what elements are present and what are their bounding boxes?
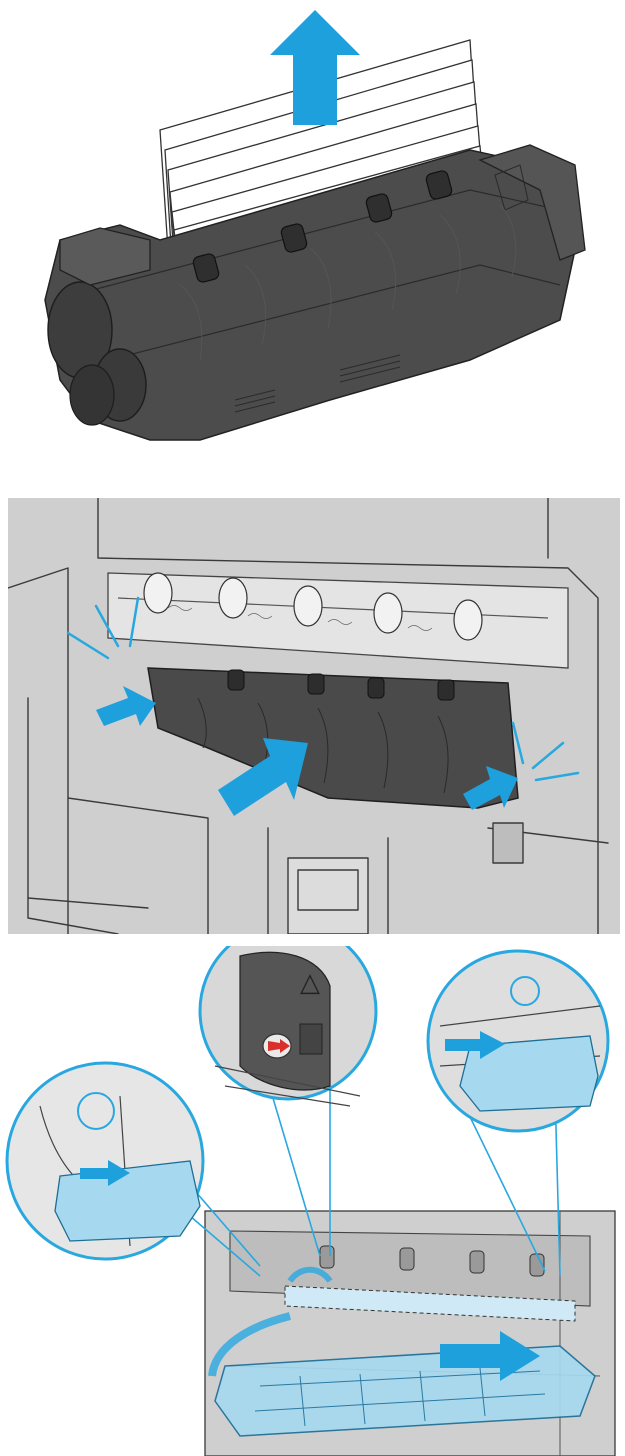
cover-seating-path bbox=[284, 1285, 576, 1322]
magnifier-right-detail bbox=[426, 949, 610, 1277]
lower-latch bbox=[287, 822, 524, 934]
step-3-illustration: △ bbox=[5, 946, 616, 1456]
magnifier-left-detail bbox=[5, 1061, 261, 1277]
fuser-unit-inserted bbox=[147, 667, 519, 809]
emphasis-lines-left bbox=[66, 596, 140, 660]
rotate-swoop-icon bbox=[208, 1312, 291, 1377]
slide-right-arrow-icon bbox=[440, 1331, 540, 1381]
step-2-insert-fuser-panel bbox=[8, 498, 620, 934]
step-2-illustration bbox=[8, 498, 620, 934]
magnifier-pin-detail bbox=[198, 946, 378, 1257]
pull-up-arrow-icon bbox=[270, 10, 360, 125]
step-1-illustration bbox=[44, 10, 586, 441]
rotate-swoop-top-icon bbox=[287, 1266, 333, 1283]
step-3-close-cover-panel: △ bbox=[0, 946, 625, 1456]
push-arrow-center-icon bbox=[218, 738, 308, 816]
emphasis-lines-right bbox=[511, 721, 580, 782]
warning-triangle-icon: △ bbox=[300, 968, 320, 998]
red-pin-arrow-icon bbox=[268, 1039, 290, 1053]
step-1-remove-paper-panel bbox=[0, 0, 625, 470]
fuser-unit bbox=[44, 144, 586, 441]
slide-arrow-right-detail-icon bbox=[445, 1031, 505, 1059]
push-arrow-left-icon bbox=[96, 686, 156, 726]
slide-arrow-left-detail-icon bbox=[80, 1160, 130, 1186]
upper-roller-assembly bbox=[107, 572, 569, 669]
push-arrow-right-icon bbox=[463, 766, 518, 810]
